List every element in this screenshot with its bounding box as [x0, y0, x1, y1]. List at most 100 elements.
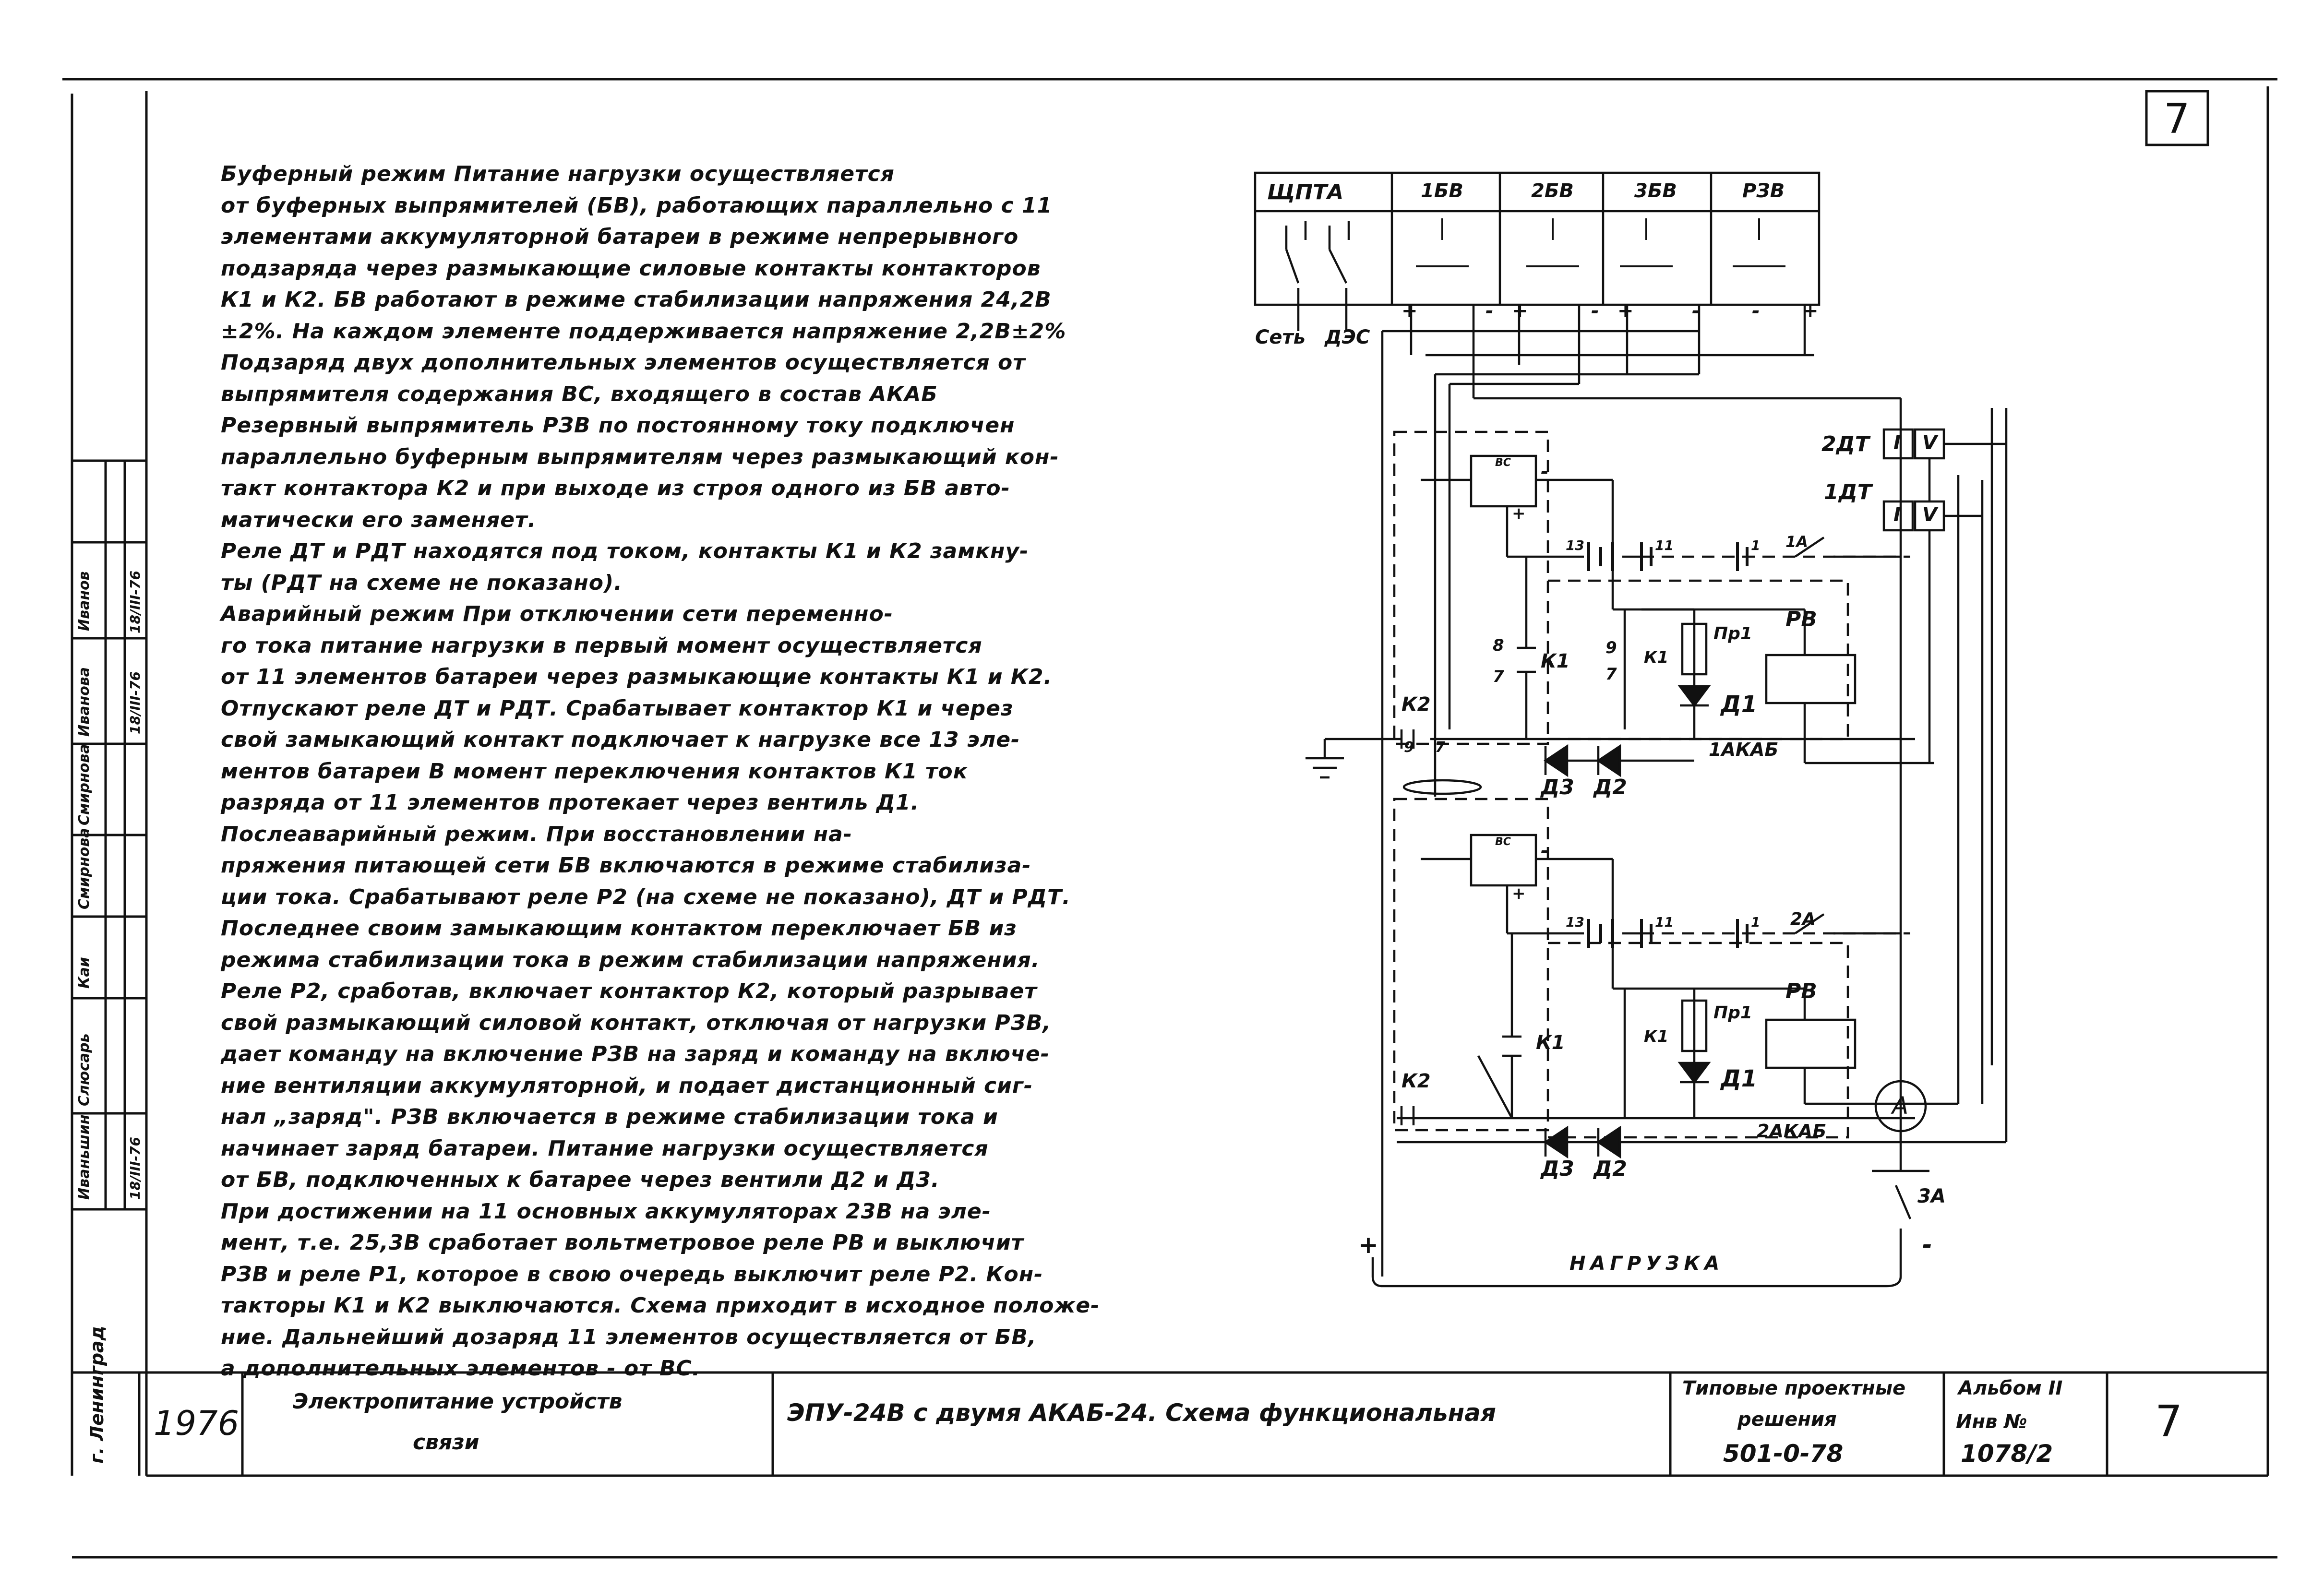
signature-name-3: Каи: [76, 957, 93, 989]
label-cell-1-upper: 1: [1751, 537, 1761, 553]
text-line: свой замыкающий контакт подключает к наг…: [221, 728, 1020, 752]
label-d2-lower: Д2: [1593, 1157, 1627, 1181]
text-line: такторы К1 и К2 выключаются. Схема прихо…: [221, 1293, 1100, 1318]
title-series-line2: решения: [1737, 1408, 1837, 1431]
label-d1-upper: Д1: [1721, 691, 1758, 718]
label-pr1-upper: Пр1: [1713, 624, 1752, 644]
signature-date-3: 18/III-76: [127, 570, 143, 633]
label-vs-upper-minus: -: [1541, 461, 1549, 483]
label-switch-2a: 2А: [1790, 909, 1816, 929]
text-line: выпрямителя содержания ВС, входящего в с…: [221, 382, 938, 406]
label-vs-upper: ВС: [1495, 457, 1511, 469]
label-switch-3a: 3А: [1917, 1185, 1946, 1207]
label-k1-upper-b: К1: [1644, 648, 1669, 667]
title-subject-line1: Электропитание устройств: [293, 1389, 623, 1414]
title-city: г. Ленинград: [86, 1325, 108, 1464]
text-line: При достижении на 11 основных аккумулято…: [221, 1199, 992, 1224]
text-line: ±2%. На каждом элементе поддерживается н…: [221, 319, 1066, 344]
label-plus-rzv: +: [1802, 300, 1819, 322]
label-vs-lower-plus: +: [1512, 884, 1526, 903]
label-k1-upper-a: К1: [1541, 650, 1570, 672]
text-line: параллельно буферным выпрямителям через …: [221, 444, 1059, 469]
panel-label-3bv: 3БВ: [1634, 180, 1677, 202]
text-line: Реле Р2, сработав, включает контактор К2…: [221, 979, 1037, 1003]
title-drawing: ЭПУ-24В с двумя АКАБ-24. Схема функциона…: [787, 1399, 1497, 1427]
text-line: нал „заряд". РЗВ включается в режиме ста…: [221, 1105, 998, 1129]
text-line: ты (РДТ на схеме не показано).: [221, 570, 623, 595]
text-line: режима стабилизации тока в режим стабили…: [221, 947, 1040, 972]
text-line: от 11 элементов батареи через размыкающи…: [221, 665, 1053, 689]
label-contact-8: 8: [1493, 636, 1504, 655]
text-line: Резервный выпрямитель РЗВ по постоянному…: [221, 413, 1015, 438]
label-cell-11-upper: 11: [1655, 537, 1674, 553]
text-line: подзаряда через размыкающие силовые конт…: [221, 256, 1041, 281]
text-line: ние вентиляции аккумуляторной, и подает …: [221, 1073, 1033, 1098]
title-sheet: 7: [2155, 1396, 2183, 1447]
text-line: Реле ДТ и РДТ находятся под током, конта…: [221, 539, 1029, 563]
label-d1-lower: Д1: [1721, 1065, 1758, 1092]
text-line: ции тока. Срабатывают реле Р2 (на схеме …: [221, 884, 1071, 909]
label-plus-2bv: +: [1512, 300, 1528, 322]
label-dt2-v: V: [1922, 432, 1937, 454]
label-plus-1bv: +: [1402, 300, 1418, 322]
title-album: Альбом II: [1958, 1377, 2063, 1399]
label-akab1: 1АКАБ: [1709, 739, 1779, 760]
label-rv-lower: РВ: [1785, 979, 1817, 1003]
label-cell-13-upper: 13: [1566, 537, 1584, 553]
title-inv-label: Инв №: [1956, 1411, 2027, 1433]
title-series-line1: Типовые проектные: [1682, 1377, 1906, 1399]
label-contact-7b: 7: [1605, 665, 1617, 684]
text-line: РЗВ и реле Р1, которое в свою очередь вы…: [221, 1262, 1043, 1287]
label-vs-upper-plus: +: [1512, 504, 1526, 523]
sheet-number-top: 7: [2164, 95, 2190, 143]
label-plus-3bv: +: [1617, 300, 1634, 322]
signature-name-2: Слюсарь: [76, 1033, 93, 1106]
text-line: свой размыкающий силовой контакт, отключ…: [221, 1010, 1052, 1035]
label-minus-2bv: -: [1591, 300, 1599, 322]
label-1dt: 1ДТ: [1824, 480, 1872, 504]
label-contact-7a: 7: [1493, 667, 1504, 686]
panel-label-rzv: РЗВ: [1742, 180, 1785, 202]
label-des: ДЭС: [1325, 326, 1370, 348]
description-text: Буферный режим Питание нагрузки осуществ…: [221, 158, 1171, 1384]
signature-name-5: Смирнова: [76, 744, 93, 825]
label-vs-lower: ВС: [1495, 836, 1511, 848]
text-line: а дополнительных элементов - от ВС.: [221, 1356, 701, 1381]
title-series-number: 501-0-78: [1723, 1440, 1844, 1468]
label-cell-1-lower: 1: [1751, 914, 1761, 930]
label-d2-upper: Д2: [1593, 775, 1627, 799]
label-cell-11-lower: 11: [1655, 914, 1674, 930]
text-line: Послеаварийный режим. При восстановлении…: [221, 822, 853, 847]
label-contact-9b: 9: [1404, 739, 1414, 756]
text-line: ментов батареи В момент переключения кон…: [221, 759, 968, 784]
label-minus-rzv: -: [1752, 300, 1760, 322]
text-line: такт контактора К2 и при выходе из строя…: [221, 476, 1010, 501]
text-line: от буферных выпрямителей (БВ), работающи…: [221, 193, 1053, 218]
label-minus-3bv: -: [1692, 300, 1700, 322]
label-k2-lower: К2: [1402, 1070, 1431, 1092]
signature-name-6: Иванова: [76, 667, 93, 737]
label-set: Сеть: [1255, 326, 1306, 348]
label-load-plus: +: [1358, 1231, 1378, 1259]
text-line: го тока питание нагрузки в первый момент…: [221, 633, 982, 658]
text-line: ние. Дальнейший дозаряд 11 элементов осу…: [221, 1324, 1037, 1349]
text-line: матически его заменяет.: [221, 507, 537, 532]
title-inv-number: 1078/2: [1961, 1440, 2053, 1468]
label-cell-13-lower: 13: [1566, 914, 1584, 930]
signature-name-4: Смирнова: [76, 828, 93, 909]
text-line: Аварийный режим При отключении сети пере…: [221, 602, 894, 626]
panel-label-shchpta: ЩПТА: [1267, 180, 1344, 204]
panel-label-2bv: 2БВ: [1531, 180, 1574, 202]
label-pr1-lower: Пр1: [1713, 1003, 1752, 1023]
label-contact-7c: 7: [1435, 739, 1445, 756]
text-line: разряда от 11 элементов протекает через …: [221, 790, 920, 815]
label-load-minus: -: [1922, 1231, 1932, 1259]
signature-name-1: Иваньшин: [76, 1114, 93, 1200]
text-line: Подзаряд двух дополнительных элементов о…: [221, 350, 1026, 375]
signature-date-2: 18/III-76: [127, 671, 143, 734]
title-year: 1976: [154, 1404, 240, 1443]
signature-date-1: 18/III-76: [127, 1136, 143, 1200]
text-line: элементами аккумуляторной батареи в режи…: [221, 225, 1019, 249]
